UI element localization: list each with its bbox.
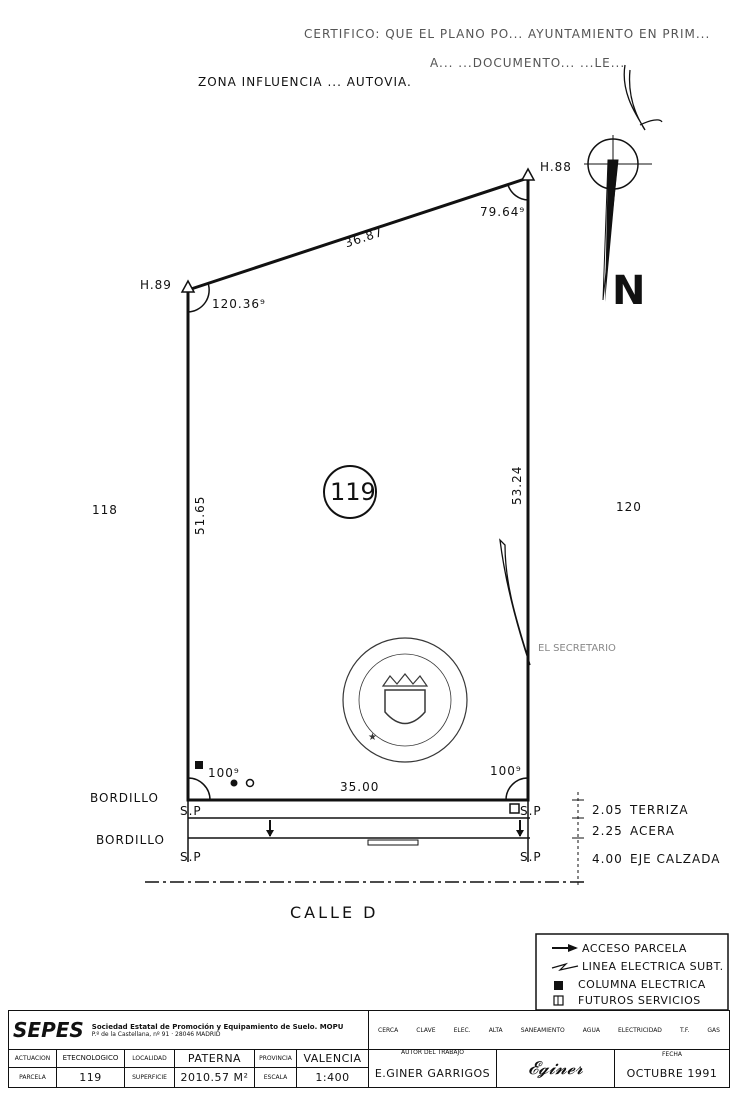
service-header-agua: AGUA [582, 1026, 600, 1034]
sp-label-bottom-right: S.P [520, 850, 542, 864]
dim-terriza-label: TERRIZA [630, 803, 689, 817]
certificate-line-1: CERTIFICO: QUE EL PLANO PO... AYUNTAMIEN… [304, 27, 711, 41]
dim-acera-value: 2.25 [592, 824, 623, 838]
author-value: E.GINER GARRIGOS [369, 1059, 497, 1087]
future-services-plan [509, 803, 520, 814]
angle-top-left: 120.36⁹ [212, 297, 266, 311]
sp-label-top-left: S.P [180, 804, 202, 818]
superficie-value: 2010.57 M² [175, 1067, 255, 1087]
certificate-line-2: A... ...DOCUMENTO... ...LE... [430, 56, 626, 70]
service-header-cerca: CERCA [378, 1026, 399, 1034]
angle-arc-top-right [507, 184, 529, 201]
neighbor-parcel-left: 118 [92, 503, 118, 517]
service-header-electricidad: ELECTRICIDAD [618, 1026, 662, 1034]
company-address: P.º de la Castellana, nº 91 · 28046 MADR… [91, 1030, 221, 1038]
service-header-alta: ALTA [488, 1026, 503, 1034]
service-header-saneamiento: SANEAMIENTO [520, 1026, 565, 1034]
service-dot-1 [230, 779, 238, 787]
company-name: Sociedad Estatal de Promoción y Equipami… [91, 1022, 344, 1031]
angle-arc-bottom-left [187, 777, 211, 801]
signature: 𝓔𝓰𝓲𝓷𝓮𝓻 [497, 1049, 615, 1087]
access-bar [367, 839, 419, 846]
svg-text:★: ★ [368, 732, 377, 743]
sp-label-bottom-left: S.P [180, 850, 202, 864]
service-header-clave: CLAVE [416, 1026, 436, 1034]
dim-terriza-value: 2.05 [592, 803, 623, 817]
sp-label-top-right: S.P [520, 804, 542, 818]
fecha-label: FECHA [661, 1050, 683, 1058]
services-cell: CERCA CLAVE ELEC. ALTA SANEAMIENTO AGUA … [369, 1011, 729, 1049]
parcel-number: 119 [330, 478, 376, 506]
parcel-number-circle [323, 465, 377, 519]
height-top-left: H.89 [140, 278, 172, 292]
service-header-elec: ELEC. [453, 1026, 471, 1034]
curb-label-1: BORDILLO [90, 791, 159, 805]
service-header-gas: GAS [707, 1026, 720, 1034]
fecha-value: OCTUBRE 1991 [626, 1066, 718, 1080]
localidad-value: PATERNA [175, 1049, 255, 1067]
title-block: SEPES Sociedad Estatal de Promoción y Eq… [8, 1010, 730, 1088]
angle-top-right: 79.64⁹ [480, 205, 526, 219]
corner-marker-top-right [520, 167, 536, 181]
corner-marker-top-left [180, 279, 196, 293]
signature-middle [499, 538, 531, 666]
side-right-length: 53.24 [510, 465, 524, 505]
street-name: CALLE D [290, 903, 379, 922]
sepes-logo: SEPES [13, 1018, 84, 1042]
angle-bottom-right: 100⁹ [490, 764, 522, 778]
dim-acera-label: ACERA [630, 824, 676, 838]
actuacion-value: ETECNOLOGICO [57, 1049, 125, 1067]
curb-label-2: BORDILLO [96, 833, 165, 847]
north-arrow-icon [584, 135, 652, 302]
stamp-faint-text: EL SECRETARIO [538, 643, 616, 654]
municipal-seal: ★ [342, 637, 468, 763]
height-top-right: H.88 [540, 160, 572, 174]
zone-text: ZONA INFLUENCIA ... AUTOVIA. [198, 75, 412, 89]
superficie-label: SUPERFICIE [125, 1067, 175, 1087]
column-symbol-plan [195, 761, 203, 769]
dim-eje-label: EJE CALZADA [630, 852, 721, 866]
angle-bottom-left: 100⁹ [208, 766, 240, 780]
legend-item-future-services: FUTUROS SERVICIOS [578, 994, 701, 1007]
author-label: AUTOR DEL TRABAJO [369, 1049, 497, 1059]
angle-arc-bottom-right [505, 777, 529, 801]
parcela-label: PARCELA [9, 1067, 57, 1087]
escala-label: ESCALA [255, 1067, 297, 1087]
escala-value: 1:400 [297, 1067, 369, 1087]
side-bottom-length: 35.00 [340, 780, 380, 794]
signature-top [623, 64, 646, 131]
dim-eje-value: 4.00 [592, 852, 623, 866]
neighbor-parcel-right: 120 [616, 500, 642, 514]
parcela-value: 119 [57, 1067, 125, 1087]
angle-arc-top-left [187, 282, 210, 313]
side-left-length: 51.65 [193, 495, 207, 535]
north-label: N [612, 268, 646, 314]
legend-item-electric-line: LINEA ELECTRICA SUBT. [582, 960, 724, 973]
localidad-label: LOCALIDAD [125, 1049, 175, 1067]
provincia-value: VALENCIA [297, 1049, 369, 1067]
service-header-tf: T.F. [680, 1026, 690, 1034]
actuacion-label: ACTUACION [9, 1049, 57, 1067]
legend-item-access: ACCESO PARCELA [582, 942, 687, 955]
legend-item-column: COLUMNA ELECTRICA [578, 978, 706, 991]
provincia-label: PROVINCIA [255, 1049, 297, 1067]
service-dot-2 [245, 778, 255, 788]
company-cell: SEPES Sociedad Estatal de Promoción y Eq… [9, 1011, 369, 1049]
